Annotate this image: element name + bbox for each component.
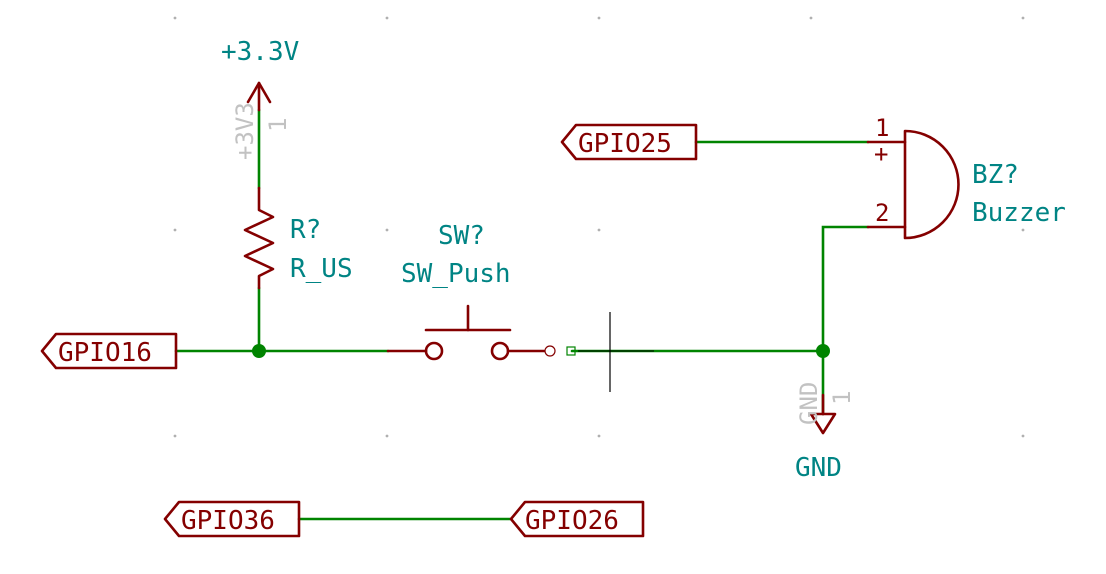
label-gpio25[interactable]: GPIO25 — [560, 123, 698, 161]
label-gpio26-text: GPIO26 — [525, 506, 619, 536]
grid — [173, 16, 1025, 438]
resistor-value: R_US — [290, 254, 353, 284]
label-gpio36-text: GPIO36 — [181, 506, 275, 536]
vcc-pin-number: 1 — [264, 118, 292, 132]
buzzer-pin1: 1 — [875, 114, 889, 142]
buzzer-ref: BZ? — [972, 160, 1019, 190]
buzzer-pin2: 2 — [875, 199, 889, 227]
buzzer[interactable]: 1 + 2 BZ? Buzzer — [866, 114, 1066, 240]
label-gpio36[interactable]: GPIO36 — [163, 500, 301, 538]
buzzer-body-icon — [903, 129, 960, 240]
label-gpio25-shape — [560, 123, 698, 161]
wire-buzzer-gnd — [821, 225, 870, 416]
gnd-power-symbol[interactable]: GND 1 GND — [795, 382, 856, 483]
label-gpio16-shape — [40, 332, 178, 370]
switch-value: SW_Push — [401, 259, 511, 289]
wires — [174, 108, 870, 521]
resistor-ref: R? — [290, 215, 321, 245]
wire-end-marker-icon — [566, 346, 576, 356]
cursor-crosshair — [578, 312, 654, 392]
switch-contact-right-icon — [490, 341, 510, 361]
label-gpio26[interactable]: GPIO26 — [509, 500, 645, 538]
gnd-symbol-icon — [809, 412, 837, 435]
gnd-pin-number: 1 — [828, 391, 856, 405]
resistor-zigzag-icon — [243, 186, 275, 290]
label-gpio25-text: GPIO25 — [578, 129, 672, 159]
label-gpio16[interactable]: GPIO16 — [40, 332, 178, 370]
vcc-value-ghost: +3V3 — [231, 102, 259, 160]
junction-gnd-node — [816, 344, 830, 358]
label-gpio36-shape — [163, 500, 301, 538]
gnd-value-ghost: GND — [795, 382, 823, 425]
switch-pin-end-icon — [544, 345, 556, 357]
vcc-power-symbol[interactable]: +3.3V +3V3 1 — [221, 37, 299, 160]
resistor[interactable]: R? R_US — [243, 186, 353, 290]
label-gpio26-shape — [509, 500, 645, 538]
vcc-label: +3.3V — [221, 37, 299, 67]
junction-gpio16-node — [252, 344, 266, 358]
label-gpio16-text: GPIO16 — [58, 338, 152, 368]
buzzer-polarity: + — [874, 140, 888, 168]
switch-ref: SW? — [438, 221, 485, 251]
buzzer-value: Buzzer — [972, 198, 1066, 228]
push-switch[interactable]: SW? SW_Push — [386, 221, 576, 361]
gnd-label: GND — [795, 453, 842, 483]
switch-contact-left-icon — [424, 341, 444, 361]
